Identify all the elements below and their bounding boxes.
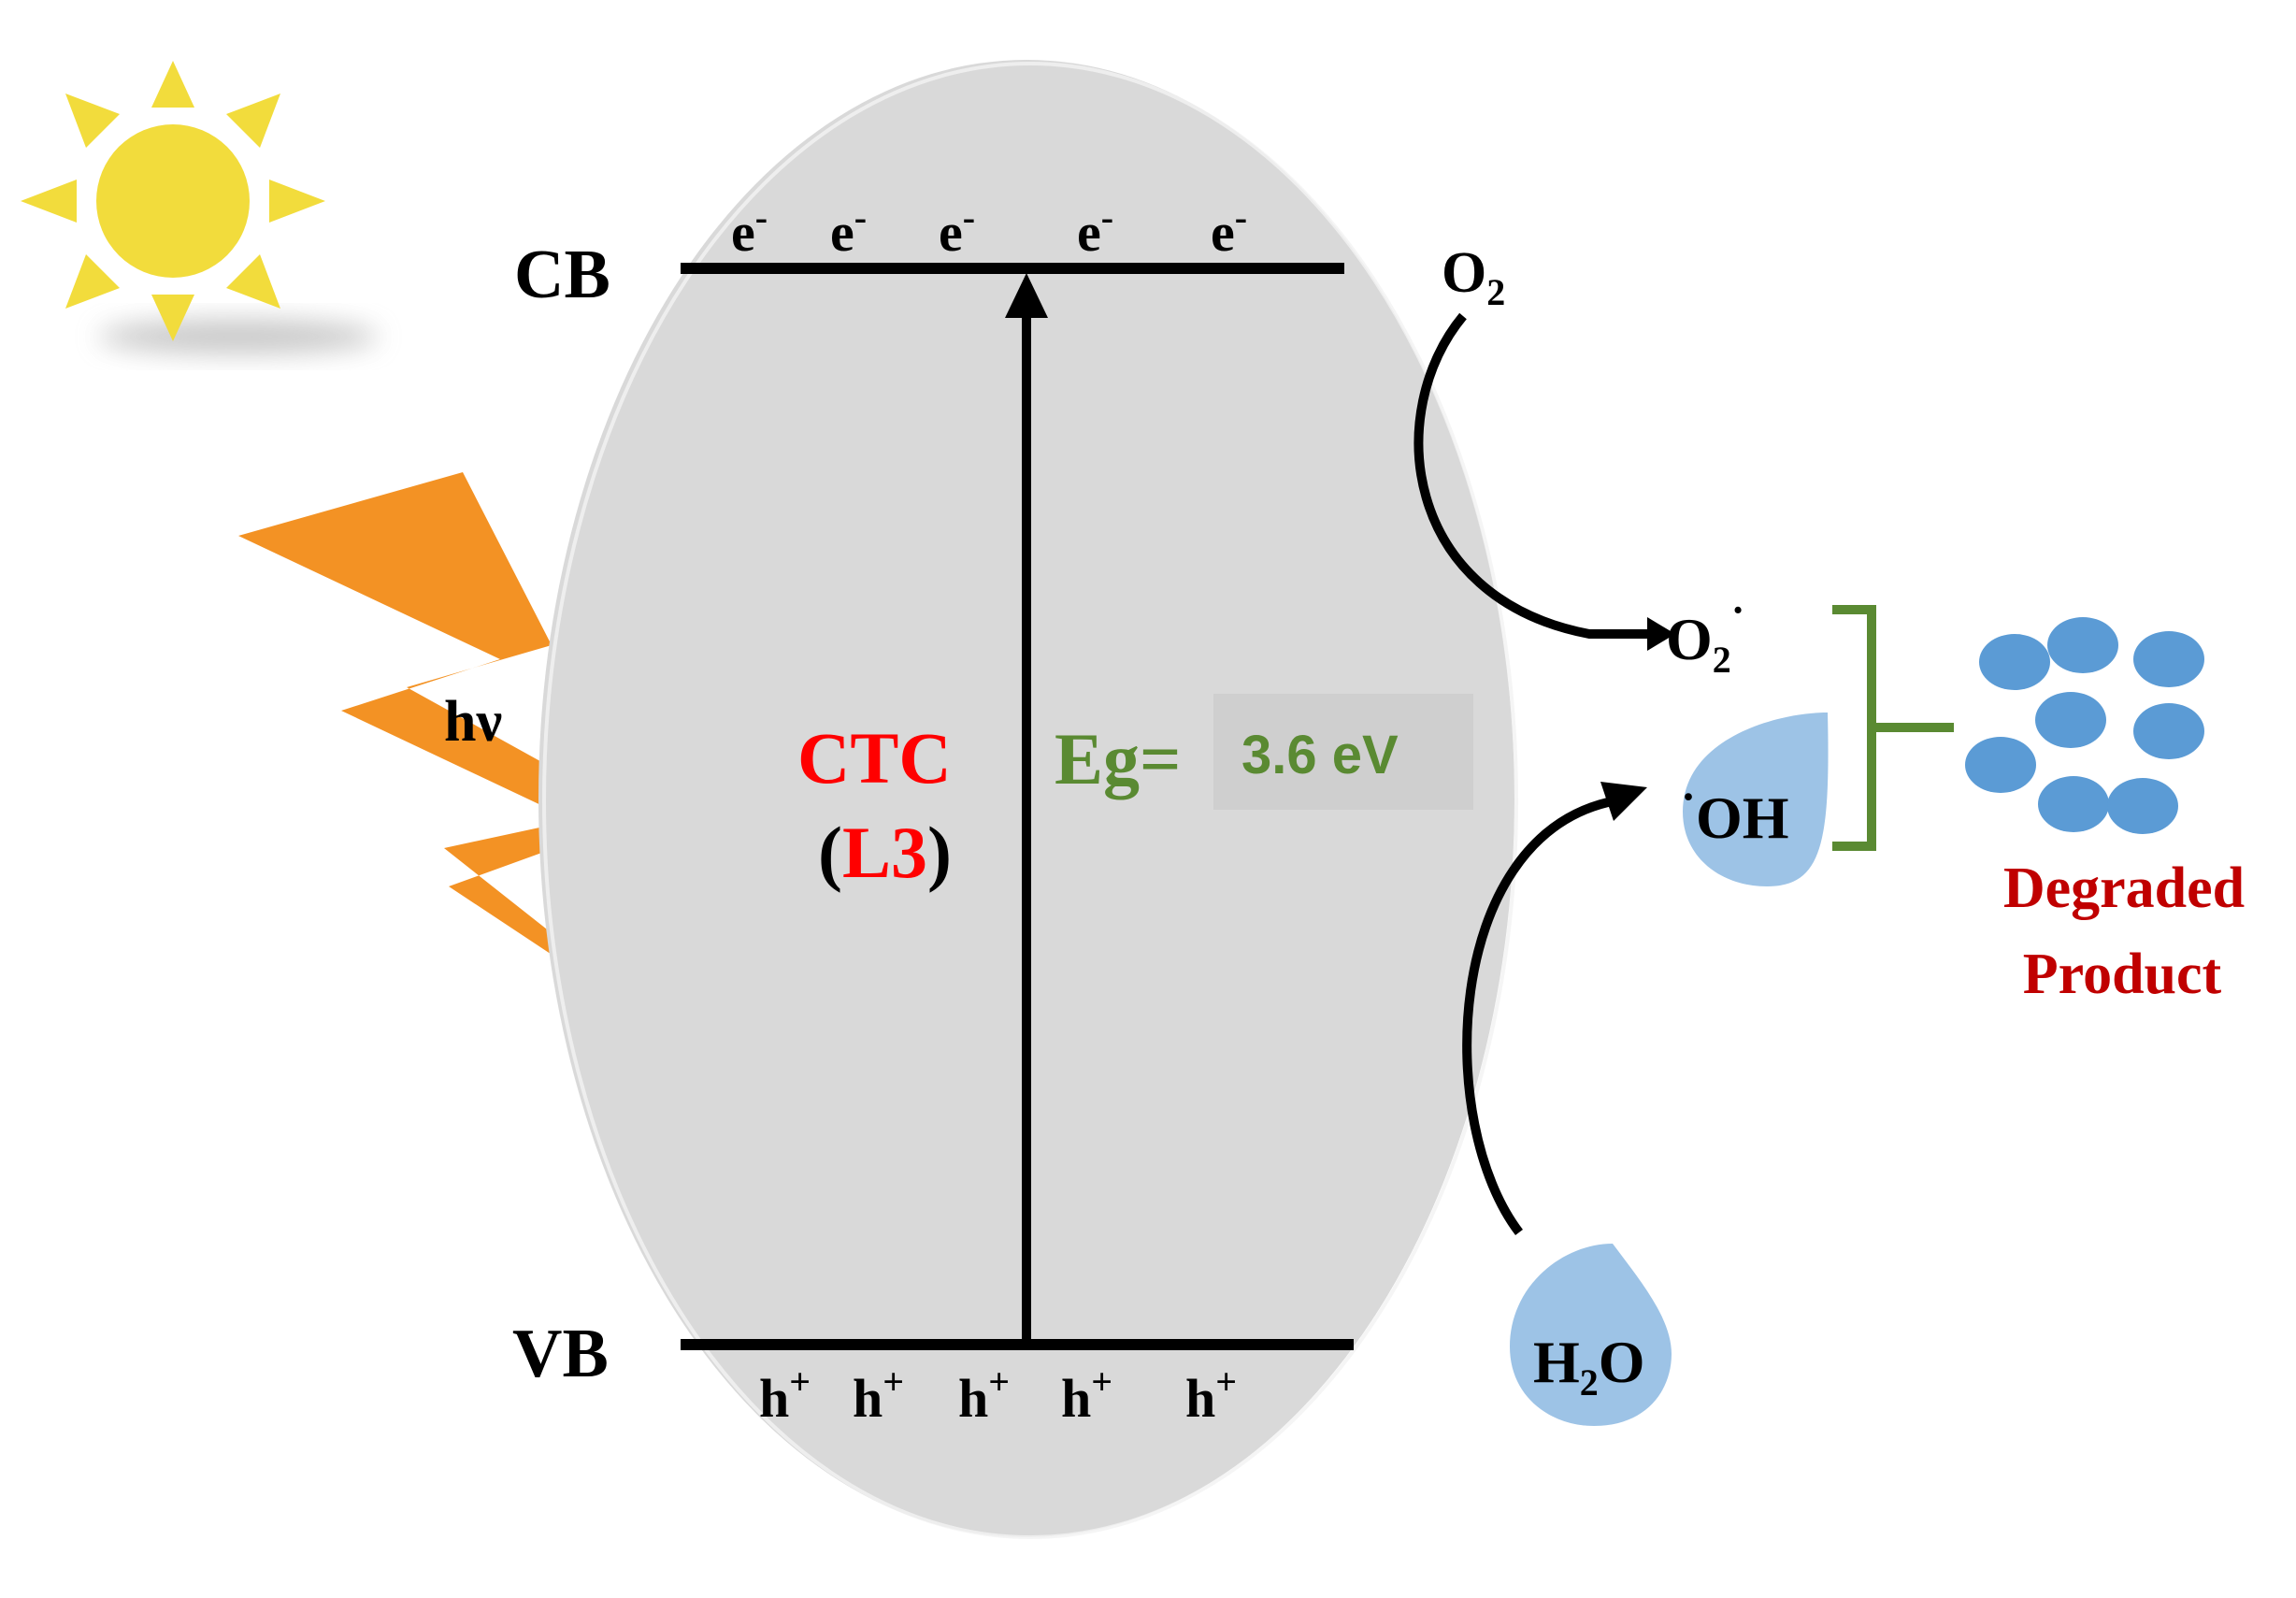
oxygen-reduction-arrow bbox=[1413, 312, 1647, 639]
eg-value-box bbox=[1213, 694, 1473, 810]
electron-2: e- bbox=[830, 196, 867, 263]
hole-2: h+ bbox=[853, 1360, 904, 1429]
l3-label: (L3) bbox=[818, 812, 952, 893]
electrons: e- e- e- e- e- bbox=[731, 196, 1247, 263]
ctc-label: CTC bbox=[797, 717, 952, 799]
water-drop-icon bbox=[1510, 1244, 1672, 1426]
hole-5: h+ bbox=[1185, 1360, 1237, 1429]
hole-4: h+ bbox=[1061, 1360, 1112, 1429]
particle-icon bbox=[2107, 778, 2178, 834]
cb-label: CB bbox=[514, 237, 610, 313]
vb-label: VB bbox=[512, 1316, 609, 1392]
particle-icon bbox=[1965, 737, 2036, 793]
electron-4: e- bbox=[1077, 196, 1113, 263]
degraded-product-line2: Product bbox=[2023, 943, 2222, 1006]
holes: h+ h+ h+ h+ h+ bbox=[759, 1360, 1237, 1429]
lightning-icon bbox=[238, 472, 720, 1066]
eg-label: Eg= bbox=[1055, 718, 1181, 799]
particle-icon bbox=[2047, 617, 2118, 673]
electron-3: e- bbox=[939, 196, 975, 263]
particle-icon bbox=[1979, 634, 2050, 690]
water-drop-icon bbox=[1683, 713, 1829, 886]
hole-1: h+ bbox=[759, 1360, 811, 1429]
electron-1: e- bbox=[731, 196, 768, 263]
particle-icon bbox=[2133, 703, 2204, 759]
water-oxidation-arrow bbox=[1462, 798, 1610, 1236]
particle-icon bbox=[2035, 692, 2106, 748]
hole-3: h+ bbox=[958, 1360, 1010, 1429]
particle-icon bbox=[2038, 776, 2109, 832]
green-bracket bbox=[1832, 605, 1954, 851]
electron-5: e- bbox=[1211, 196, 1247, 263]
water-label: H2O bbox=[1533, 1329, 1645, 1404]
eg-value: 3.6 eV bbox=[1241, 725, 1399, 785]
sun-icon bbox=[21, 61, 379, 353]
hydroxyl-radical-label: ·OH bbox=[1681, 772, 1789, 851]
particle-icon bbox=[2133, 631, 2204, 687]
degraded-product-line1: Degraded bbox=[2003, 857, 2245, 920]
degraded-particles bbox=[1965, 617, 2204, 834]
photon-label: hν bbox=[444, 690, 502, 754]
oxygen-label: O2 bbox=[1442, 241, 1505, 313]
superoxide-label: O2· bbox=[1666, 587, 1744, 681]
